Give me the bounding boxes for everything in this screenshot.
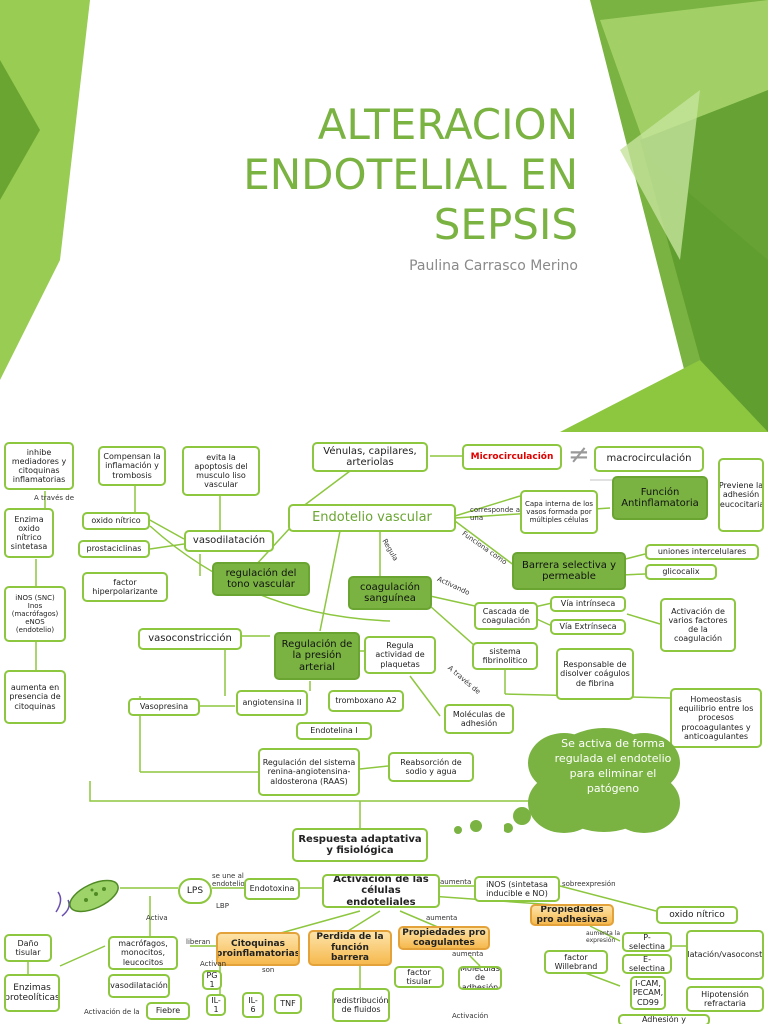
node-previene: Previene la adhesión leucocitaria <box>718 458 764 532</box>
node-fwill: factor tisular <box>394 966 444 988</box>
label-son: son <box>262 966 275 974</box>
node-activacion-varios: Activación de varios factores de la coag… <box>660 598 736 652</box>
label-activa: Activa <box>146 914 168 922</box>
label-activan: Activan <box>200 960 227 968</box>
node-e-sel: E-selectina <box>622 954 672 974</box>
cloud-bubbles <box>454 820 482 834</box>
node-regulacion-tono: regulación del tono vascular <box>212 562 310 596</box>
node-oxido2: oxido nítrico <box>656 906 738 924</box>
node-responsable: Responsable de disolver coágulos de fibr… <box>556 648 634 700</box>
node-vasopresina: Vasopresina <box>128 698 200 716</box>
label-aumenta-exp: aumenta la expresión <box>586 930 621 944</box>
node-vasodil2: vasodilatación <box>108 974 170 998</box>
node-il6: IL-6 <box>242 992 264 1018</box>
node-hipo: Hipotensión refractaria <box>686 986 764 1012</box>
node-enzima: Enzima oxido nítrico sintetasa <box>4 508 54 558</box>
node-via-intr: Vía intrínseca <box>550 596 626 612</box>
node-sistema-fibri: sistema fibrinolitico <box>472 642 538 670</box>
bacteria-icon <box>55 879 119 917</box>
title-slide: ALTERACION ENDOTELIAL EN SEPSIS Paulina … <box>0 0 768 432</box>
node-reabsorcion: Reabsorción de sodio y agua <box>388 752 474 782</box>
label-liberan: liberan <box>186 938 211 946</box>
node-proadh: Propiedades pro adhesivas <box>530 904 614 926</box>
node-vasodilatacion: vasodilatación <box>184 530 274 552</box>
node-uniones: uniones intercelulares <box>645 544 759 560</box>
node-microcirculacion-text: Microcirculación <box>470 451 554 462</box>
node-factor-hiper: factor hiperpolarizante <box>82 572 168 602</box>
neq-symbol: ≠ <box>568 440 590 470</box>
node-citoquinas: Citoquinas proinflamatorias <box>216 932 300 966</box>
cloud-shape <box>504 728 680 833</box>
node-inhibe: inhibe mediadores y citoquinas inflamato… <box>4 442 74 490</box>
node-regula-plaquetas: Regula actividad de plaquetas <box>364 636 436 674</box>
node-tnf: TNF <box>274 994 302 1014</box>
label-sobreexp: sobreexpresión <box>562 880 616 888</box>
node-adh-y: Adhesión y <box>618 1014 710 1024</box>
node-cascada: Cascada de coagulación <box>474 602 538 630</box>
node-funcion-antiinf: Función Antinflamatoria <box>612 476 708 520</box>
label-activ-dela: Activación de la <box>84 1008 140 1016</box>
node-regulacion-presion: Regulación de la presión arterial <box>274 632 360 680</box>
node-compensan: Compensan la inflamación y trombosis <box>98 446 166 486</box>
node-homeostasis: Homeostasis equilibrio entre los proceso… <box>670 688 762 748</box>
label-aumenta3: aumenta <box>452 950 484 958</box>
node-endotelio: Endotelio vascular <box>288 504 456 532</box>
node-inos2: iNOS (sintetasa inducible e NO) <box>474 876 560 902</box>
label-activ2: Activación <box>452 1012 489 1020</box>
node-aumenta: aumenta en presencia de citoquinas <box>4 670 66 724</box>
node-pg1: PG 1 <box>202 970 222 990</box>
node-macrofagos: macrófagos, monocitos, leucocitos <box>108 936 178 970</box>
node-barrera: Barrera selectiva y permeable <box>512 552 626 590</box>
label-a-traves: A través de <box>34 494 74 502</box>
slide-subtitle: Paulina Carrasco Merino <box>409 258 578 274</box>
node-prostaciclinas: prostaciclinas <box>78 540 150 558</box>
node-p-sel: P-selectina <box>622 932 672 952</box>
node-redis: redistribución de fluidos <box>332 988 390 1022</box>
slide-title: ALTERACION ENDOTELIAL EN SEPSIS <box>243 100 578 249</box>
node-lps: LPS <box>178 878 212 904</box>
node-venulas: Vénulas, capilares, arteriolas <box>312 442 428 472</box>
decorative-green-shapes <box>0 0 768 432</box>
node-inos: iNOS (SNC) Inos (macrófagos) eNOS (endot… <box>4 586 66 642</box>
node-icam: I-CAM, PECAM, CD99 <box>630 976 666 1010</box>
node-endotelina: Endotelina I <box>296 722 372 740</box>
node-moleculas: Moléculas de adhesión <box>444 704 514 734</box>
node-procoag: Propiedades pro coagulantes <box>398 926 490 950</box>
node-capa: Capa interna de los vasos formada por mú… <box>520 490 598 534</box>
node-angiotensina: angiotensina II <box>236 690 308 716</box>
node-vaso-constr: Vasodilatación/vasoconstricción <box>686 930 764 980</box>
node-via-extr: Vía Extrínseca <box>550 619 626 635</box>
node-glicocalix: glicocalix <box>645 564 717 580</box>
node-microcirculacion: Microcirculación <box>462 444 562 470</box>
node-coagulacion: coagulación sanguínea <box>348 576 432 610</box>
label-se-une: se une al endotelio <box>212 872 245 888</box>
node-ftis: Moleculas de adhesión <box>458 966 502 990</box>
node-dano: Daño tisular <box>4 934 52 962</box>
node-enzimas: Enzimas proteolíticas <box>4 974 60 1012</box>
label-aumenta1: aumenta <box>440 878 472 886</box>
node-oxido: oxido nítrico <box>82 512 150 530</box>
node-evita: evita la apoptosis del musculo liso vasc… <box>182 446 260 496</box>
label-lbp: LBP <box>216 902 229 910</box>
node-il1: IL-1 <box>206 994 226 1016</box>
node-perdida: Perdida de la función barrera <box>308 930 392 966</box>
concept-map-sepsis: se une al endotelio LPS LBP Endotoxina A… <box>0 866 768 1024</box>
node-endotoxina: Endotoxina <box>244 878 300 900</box>
label-corresponde: corresponde a una <box>470 506 520 522</box>
node-respuesta: Respuesta adaptativa y fisiológica <box>292 828 428 862</box>
node-raas: Regulación del sistema renina-angiotensi… <box>258 748 360 796</box>
node-macrocirculacion: macrocirculación <box>594 446 704 472</box>
label-aumenta2: aumenta <box>426 914 458 922</box>
node-vasoconstriccion: vasoconstricción <box>138 628 242 650</box>
node-tromboxano: tromboxano A2 <box>328 690 404 712</box>
node-fiebre: Fiebre <box>146 1002 190 1020</box>
cloud-text: Se activa de forma regulada el endotelio… <box>554 737 672 795</box>
concept-map-endotelio: inhibe mediadores y citoquinas inflamato… <box>0 436 768 866</box>
node-activacion-cel: Activación de las células endoteliales <box>322 874 440 908</box>
node-mol-adh: factor Willebrand <box>544 950 608 974</box>
